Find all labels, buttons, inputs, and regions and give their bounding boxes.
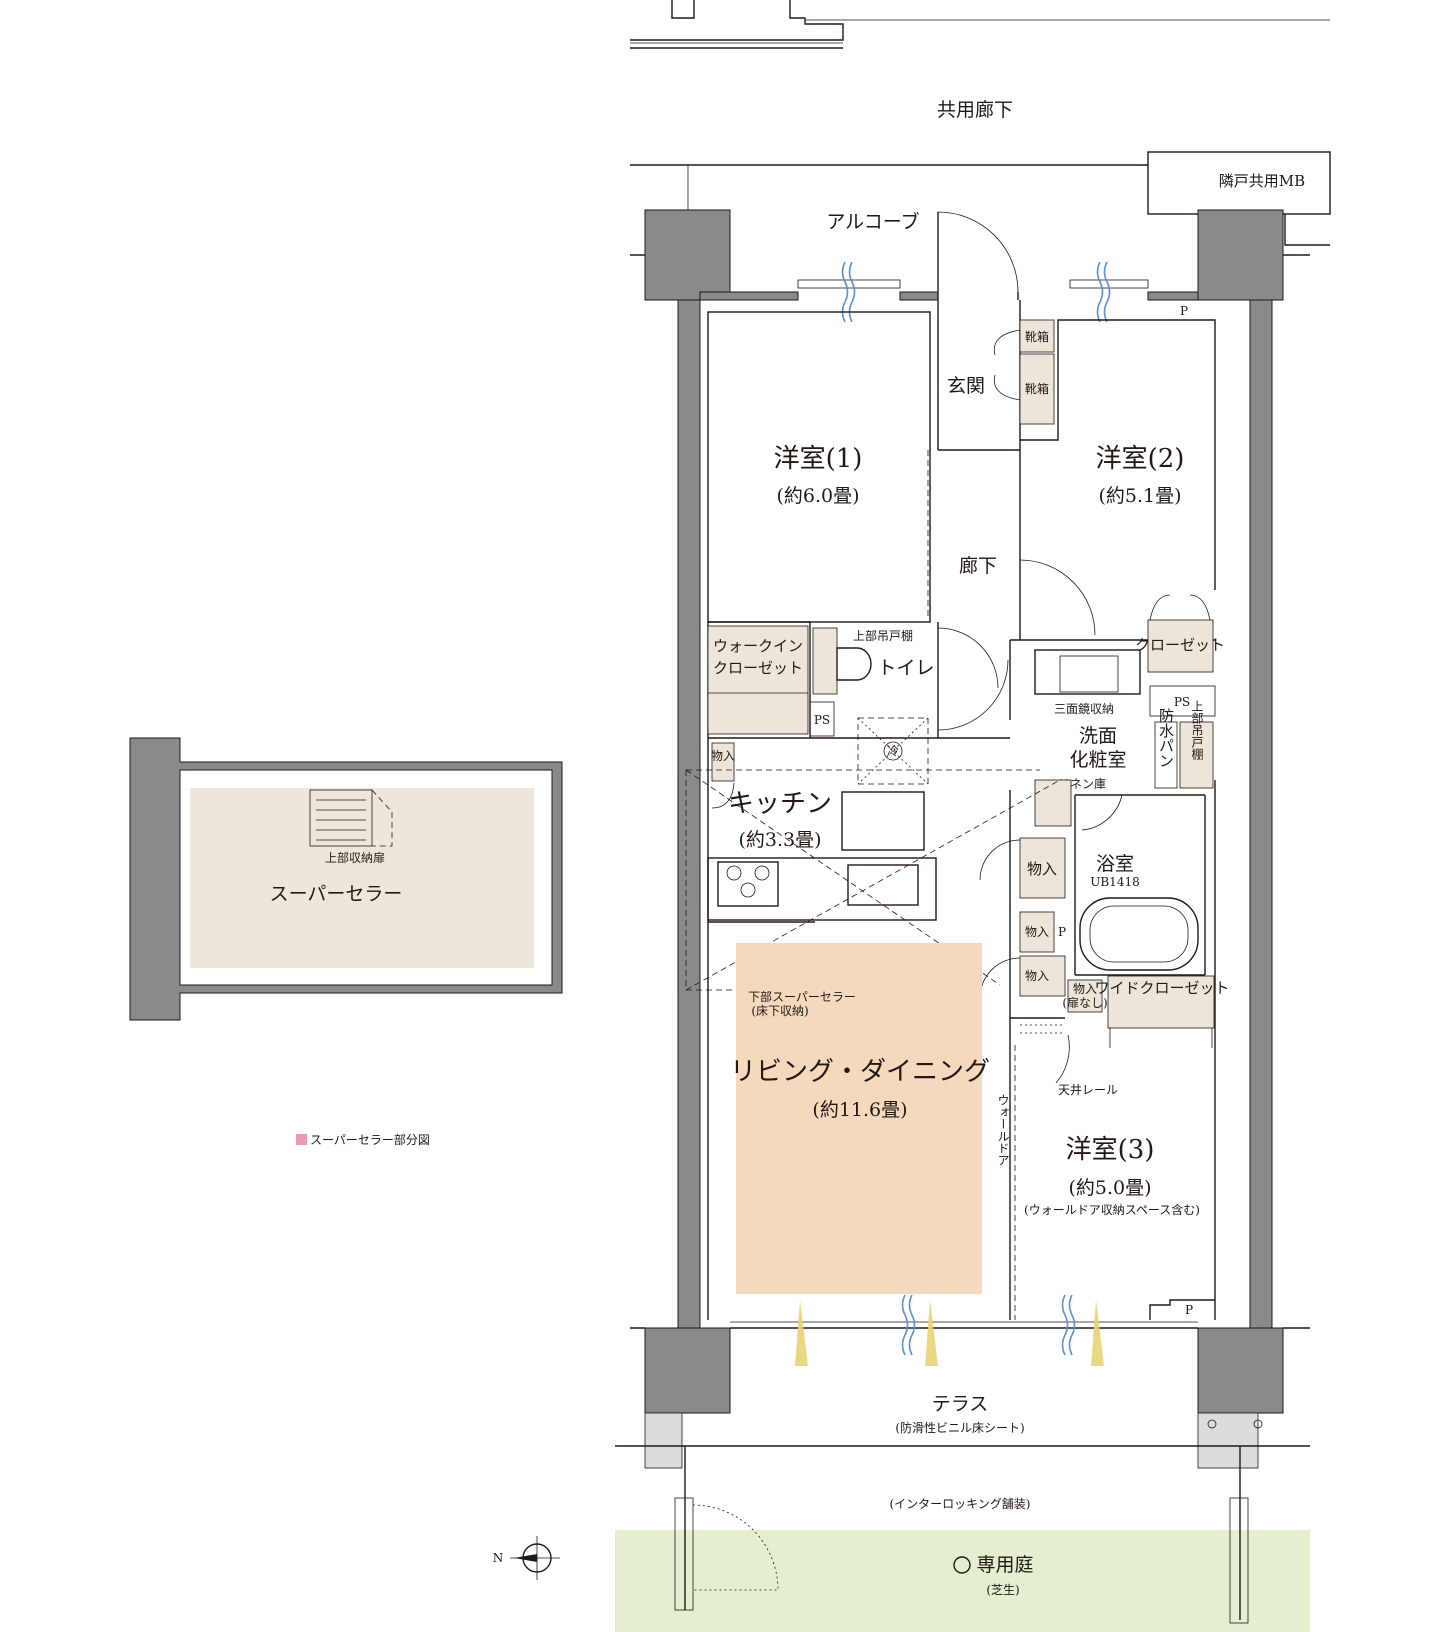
entrance-door xyxy=(937,211,1019,300)
legend-label: スーパーセラー部分図 xyxy=(310,1132,430,1147)
kitchen-size: (約3.3畳) xyxy=(738,829,821,851)
ceiling-rail-label: 天井レール xyxy=(1058,1083,1118,1097)
cellar-title: スーパーセラー xyxy=(270,883,403,905)
room1-name: 洋室(1) xyxy=(774,444,863,474)
bath-label: 浴室 xyxy=(1096,853,1134,875)
cellar-floor xyxy=(190,788,534,968)
hallway-doors xyxy=(937,559,1096,731)
mirror-storage-label: 三面鏡収納 xyxy=(1054,701,1114,716)
storage-d-label-1: 物入 xyxy=(1073,982,1097,996)
fridge-label: 冷 xyxy=(887,744,899,758)
room3-note: (ウォールドア収納スペース含む) xyxy=(1024,1202,1200,1217)
top-windows xyxy=(797,261,1149,323)
interlocking-label: (インターロッキング舗装) xyxy=(889,1497,1030,1511)
wic-label-1: ウォークイン xyxy=(713,637,803,655)
storage-b-label: 物入 xyxy=(1025,925,1049,939)
bathroom: 浴室 UB1418 xyxy=(1079,794,1199,971)
room2-name: 洋室(2) xyxy=(1096,444,1185,474)
genkan-label: 玄関 xyxy=(947,375,985,397)
toilet-label: トイレ xyxy=(877,657,934,679)
living-name: リビング・ダイニング xyxy=(730,1057,990,1087)
storage-top-label: 物入 xyxy=(711,749,735,763)
common-corridor-label: 共用廊下 xyxy=(937,99,1013,121)
legend-swatch xyxy=(296,1134,307,1145)
washroom-label-1: 洗面 xyxy=(1079,725,1117,747)
kitchen-name: キッチン xyxy=(728,789,832,819)
p-bottom-label: P xyxy=(1185,1303,1193,1317)
garden-note: (芝生) xyxy=(986,1582,1019,1597)
upper-cabinet-vertical-label: 上部吊戸棚 xyxy=(1190,700,1204,761)
fridge-area: 冷 xyxy=(857,717,929,785)
cellar-note-1: 下部スーパーセラー xyxy=(748,989,856,1004)
storage-d-label-2: (扉なし) xyxy=(1062,996,1107,1010)
super-cellar-detail: 上部収納扉 スーパーセラー xyxy=(129,737,563,1021)
ps1-label: PS xyxy=(814,713,830,727)
walk-in-closet: ウォークイン クローゼット xyxy=(707,625,809,735)
wide-closet-label: ワイドクローゼット xyxy=(1094,979,1229,997)
cellar-note-2: (床下収納) xyxy=(751,1004,808,1018)
storage-c-label: 物入 xyxy=(1025,969,1049,983)
storage-column: 物入 物入 P 物入 物入 (扉なし) ワイドクローゼット 天井レール xyxy=(979,837,1230,1097)
hallway-label: 廊下 xyxy=(959,555,997,577)
neighbor-mb-label: 隣戸共用MB xyxy=(1219,172,1305,190)
ps2-label: PS xyxy=(1174,695,1190,709)
bath-unit-label: UB1418 xyxy=(1090,875,1139,889)
neighbor-structure-top xyxy=(630,0,1330,49)
living-size: (約11.6畳) xyxy=(812,1099,907,1121)
wall-door-label: ウォールドア xyxy=(996,1094,1010,1166)
interior-walls: P xyxy=(707,300,1216,1320)
exterior-walls xyxy=(630,209,1310,1414)
waterproof-pan-label: 防水パン xyxy=(1157,708,1175,768)
room3-name: 洋室(3) xyxy=(1066,1135,1155,1165)
washroom-label-2: 化粧室 xyxy=(1069,749,1126,771)
shoe-box-2-label: 靴箱 xyxy=(1025,381,1049,396)
north-label: N xyxy=(493,1551,504,1565)
shoe-box-1-label: 靴箱 xyxy=(1025,329,1049,344)
terrace-note: (防滑性ビニル床シート) xyxy=(895,1420,1024,1435)
storage-a-label: 物入 xyxy=(1027,860,1057,878)
room2-size: (約5.1畳) xyxy=(1098,485,1181,507)
living-dining-area xyxy=(736,943,982,1294)
private-garden: 専用庭 (芝生) xyxy=(615,1446,1310,1632)
terrace: テラス (防滑性ビニル床シート) (インターロッキング舗装) xyxy=(615,1393,1310,1511)
washroom: クローゼット 三面鏡収納 洗面 化粧室 PS 防水パン 上部吊戸棚 リネン庫 xyxy=(1034,594,1225,827)
north-arrow: N xyxy=(493,1536,560,1580)
room1-size: (約6.0畳) xyxy=(776,485,859,507)
wic-label-2: クローゼット xyxy=(713,659,803,677)
cellar-door-label: 上部収納扉 xyxy=(325,850,385,865)
p-mid-label: P xyxy=(1058,925,1066,939)
garden-lawn xyxy=(615,1530,1310,1632)
terrace-name: テラス xyxy=(932,1393,989,1415)
upper-cabinet-label: 上部吊戸棚 xyxy=(853,628,913,643)
kitchen: 物入 キッチン (約3.3畳) xyxy=(685,742,1061,991)
alcove-label: アルコーブ xyxy=(826,210,919,233)
room3-size: (約5.0畳) xyxy=(1068,1177,1151,1199)
toilet-room: PS 上部吊戸棚 トイレ xyxy=(809,627,935,737)
garden-name: 専用庭 xyxy=(976,1554,1033,1576)
shoe-boxes: 靴箱 靴箱 xyxy=(993,319,1055,425)
p-top-label: P xyxy=(1180,304,1188,318)
bottom-windows xyxy=(730,1294,1198,1366)
closet2-label: クローゼット xyxy=(1135,636,1225,654)
